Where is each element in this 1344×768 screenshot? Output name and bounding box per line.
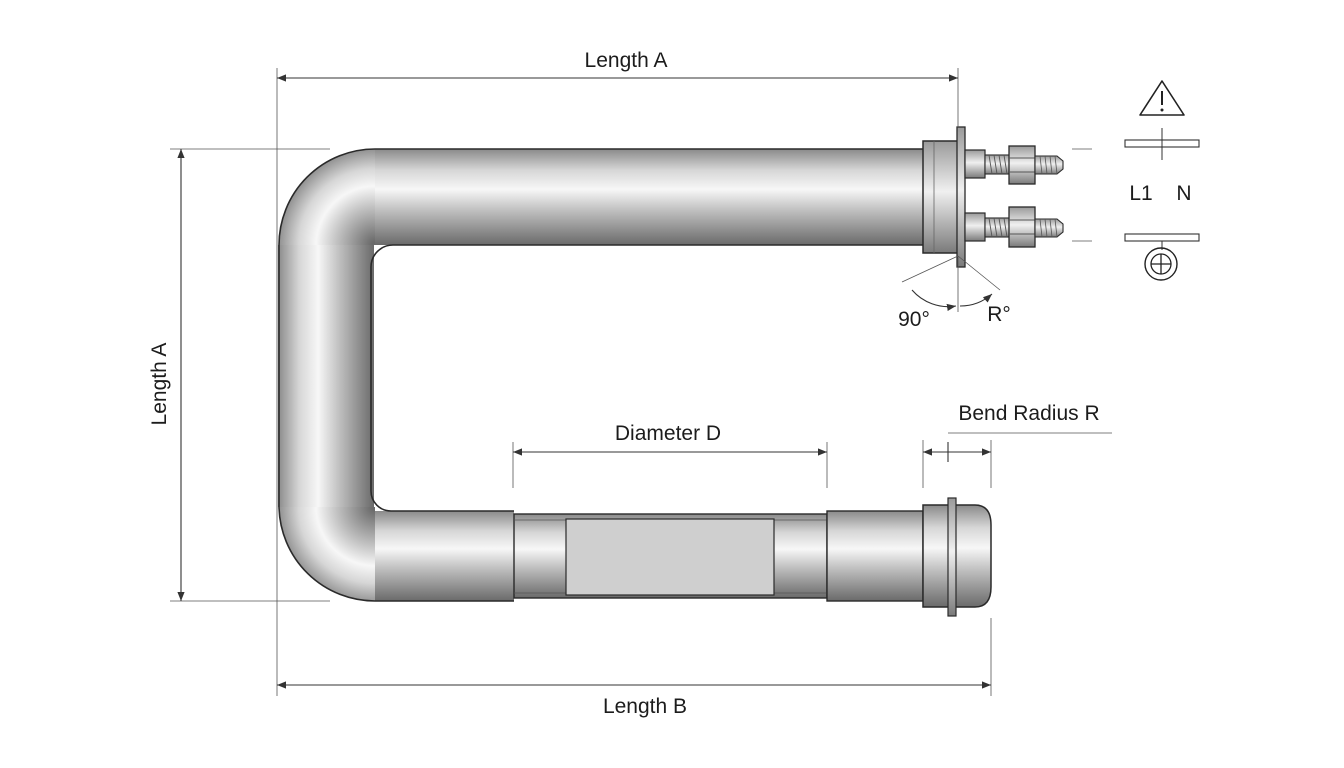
coil-spring [567,530,773,584]
label-terminal-n: N [1176,182,1191,205]
terminal-head [922,126,966,268]
label-length-a-top: Length A [585,49,668,72]
angle-annotation [901,255,1001,312]
label-bend-radius-r: Bend Radius R [958,402,1099,425]
label-terminal-l1: L1 [1129,182,1152,205]
terminal-bolt-n [964,206,1064,248]
terminal-bolt-l1 [964,145,1064,185]
label-diameter-d: Diameter D [615,422,721,445]
ground-symbol-icon [1144,241,1178,281]
label-angle-90: 90° [898,308,930,331]
diameter-section-sleeve [513,513,828,599]
label-length-a-side: Length A [148,343,171,426]
label-angle-r: R° [987,303,1011,326]
end-cap [826,497,992,617]
label-length-b: Length B [603,695,687,718]
u-tube-body [278,148,923,602]
warning-triangle-icon [1139,80,1185,116]
